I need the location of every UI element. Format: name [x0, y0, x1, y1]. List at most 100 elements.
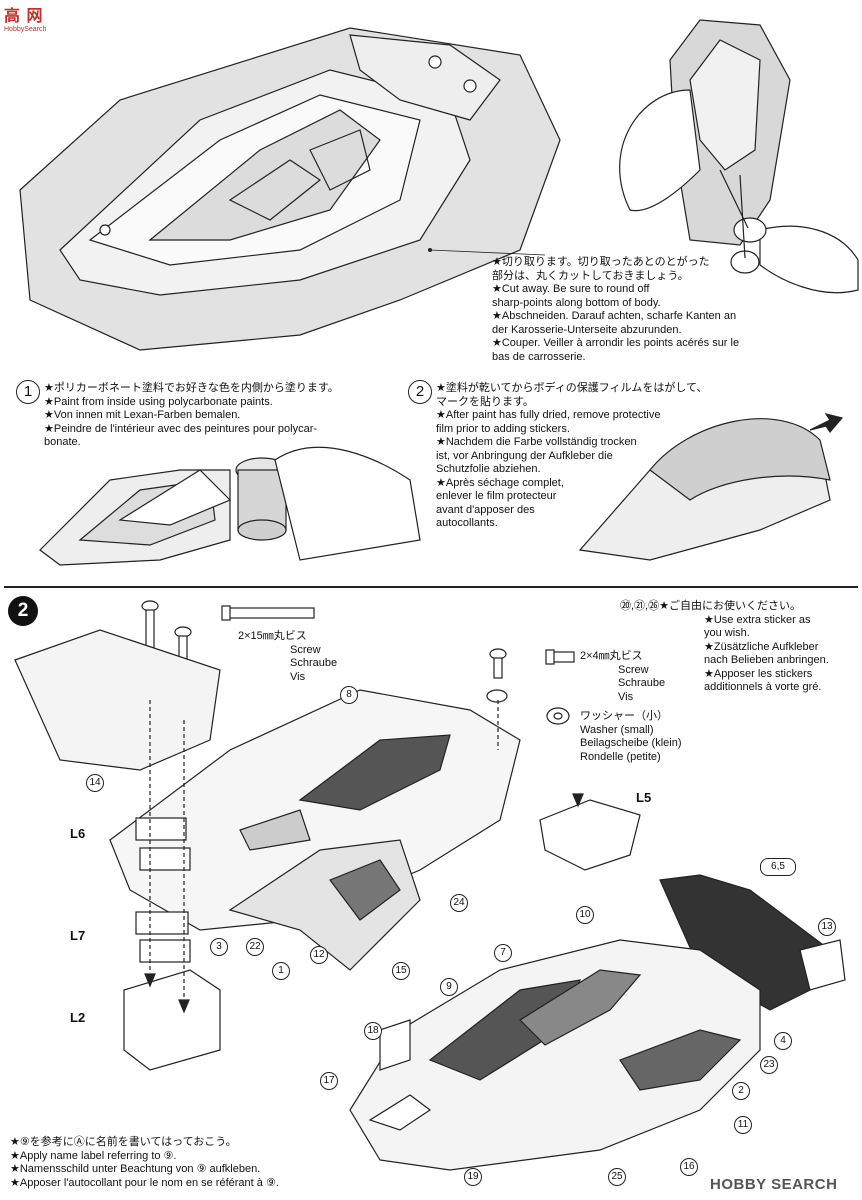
step1-number: 1 — [16, 380, 40, 404]
hobby-search-watermark: HOBBY SEARCH — [710, 1176, 838, 1193]
cut-note-line: der Karosserie-Unterseite abzurunden. — [492, 323, 682, 336]
top-panel: 高 网 HobbySearch ★切り取ります。切り取ったあとのとがった 部分は… — [0, 0, 862, 586]
part-number: 14 — [86, 774, 104, 792]
extra-sticker-line: nach Belieben anbringen. — [704, 654, 829, 666]
step2-line: ★Après séchage complet, — [436, 476, 564, 489]
cut-note-line: ★Couper. Veiller à arrondir les points a… — [492, 337, 740, 349]
extra-sticker-line: ★Use extra sticker as — [704, 613, 811, 626]
part-number: 3 — [210, 938, 228, 956]
screw-long-label: 2×15㎜丸ビス Screw Schraube Vis — [238, 630, 337, 684]
site-logo-text: 高 网 — [4, 8, 44, 25]
part-number: 17 — [320, 1072, 338, 1090]
part-number: 13 — [818, 918, 836, 936]
part-number: 7 — [494, 944, 512, 962]
washer-fr: Rondelle (petite) — [580, 750, 661, 763]
step2-line: film prior to adding stickers. — [436, 422, 570, 435]
top-illustrations — [19, 19, 859, 566]
screw-short-en: Screw — [618, 663, 649, 676]
washer-en: Washer (small) — [580, 723, 654, 736]
extra-sticker-line: you wish. — [704, 627, 750, 639]
part-number: 10 — [576, 906, 594, 924]
bottom-panel: 2 2×15㎜丸ビス Screw Schraube Vis 2×4㎜丸ビス Sc… — [0, 590, 862, 1200]
cut-note: ★切り取ります。切り取ったあとのとがった 部分は、丸くカットしておきましょう。 … — [492, 256, 739, 364]
part-number: 11 — [734, 1116, 752, 1134]
part-number: 12 — [310, 946, 328, 964]
step2-text: ★塗料が乾いてからボディの保護フィルムをはがして、 マークを貼ります。 ★Aft… — [436, 382, 707, 531]
extra-sticker-line: ★Züsätzliche Aufkleber — [704, 640, 819, 653]
part-number: 25 — [608, 1168, 626, 1186]
part-number: 2 — [732, 1082, 750, 1100]
name-label-line: ★Apply name label referring to ⑨. — [10, 1149, 177, 1162]
site-logo-sub: HobbySearch — [4, 26, 47, 33]
extra-sticker-line: additionnels à vorte gré. — [704, 681, 822, 693]
extra-sticker-note: ⑳,㉑,㉖★ご自由にお使いください。 ★Use extra sticker as… — [620, 600, 829, 695]
site-logo: 高 网 HobbySearch — [4, 2, 46, 33]
screw-short-de: Schraube — [618, 677, 666, 689]
screw-short-label: 2×4㎜丸ビス Screw Schraube Vis — [580, 650, 665, 704]
screw-short-size: 2×4㎜丸ビス — [580, 650, 643, 662]
cut-note-line: sharp-points along bottom of body. — [492, 296, 661, 309]
completed-car-drawing — [349, 874, 846, 1171]
step2-line: ist, vor Anbringung der Aufkleber die — [436, 449, 613, 462]
step2-line: autocollants. — [436, 517, 498, 529]
part-number: 8 — [340, 686, 358, 704]
label-l6: L6 — [70, 826, 86, 841]
name-label-note: ★⑨を参考にⒶに名前を書いてはっておこう。 ★Apply name label … — [10, 1136, 279, 1190]
name-label-line: ★Apposer l'autocollant pour le nom en se… — [10, 1176, 279, 1189]
extra-sticker-line: ★ご自由にお使いください。 — [659, 600, 801, 612]
step1-line: ★Von innen mit Lexan-Farben bemalen. — [44, 409, 241, 421]
screw-short-fr: Vis — [618, 690, 634, 703]
part-number: 6,5 — [760, 858, 796, 876]
cut-note-line: ★切り取ります。切り取ったあとのとがった — [492, 256, 710, 268]
body-tray-drawing — [19, 27, 561, 351]
part-number: 9 — [440, 978, 458, 996]
step2-line: Schutzfolie abziehen. — [436, 463, 541, 475]
part-number: 23 — [760, 1056, 778, 1074]
part-number: 24 — [450, 894, 468, 912]
screw-long-de: Schraube — [290, 657, 338, 669]
name-label-line: ★Namensschild unter Beachtung von ⑨ aufk… — [10, 1163, 261, 1175]
washer-jp: ワッシャー（小） — [580, 710, 668, 722]
assembly-drawing — [14, 600, 846, 1171]
part-number: 22 — [246, 938, 264, 956]
body-assembly-left — [14, 629, 641, 1071]
painting-body-drawing — [39, 446, 421, 566]
step2-line: ★Nachdem die Farbe vollständig trocken — [436, 436, 637, 448]
label-l2: L2 — [70, 1010, 86, 1025]
hands-cutting-drawing — [619, 19, 859, 294]
cut-note-line: bas de carrosserie. — [492, 350, 586, 363]
part-number: 18 — [364, 1022, 382, 1040]
label-l7: L7 — [70, 928, 86, 943]
washer-label: ワッシャー（小） Washer (small) Beilagscheibe (k… — [580, 710, 682, 764]
step1-text: ★ポリカーボネート塗料でお好きな色を内側から塗ります。 ★Paint from … — [44, 382, 339, 450]
label-l5: L5 — [636, 790, 652, 805]
step1-line: ★ポリカーボネート塗料でお好きな色を内側から塗ります。 — [44, 382, 339, 394]
name-label-line: ★⑨を参考にⒶに名前を書いてはっておこう。 — [10, 1136, 237, 1148]
step1-line: ★Paint from inside using polycarbonate p… — [44, 395, 273, 408]
screw-long-en: Screw — [290, 643, 321, 656]
extra-sticker-nums: ⑳,㉑,㉖ — [620, 600, 660, 612]
section-divider — [4, 586, 858, 588]
step2-line: ★塗料が乾いてからボディの保護フィルムをはがして、 — [436, 382, 708, 394]
screw-long-fr: Vis — [290, 670, 306, 683]
part-number: 19 — [464, 1168, 482, 1186]
extra-sticker-line: ★Apposer les stickers — [704, 667, 813, 680]
step2-line: ★After paint has fully dried, remove pro… — [436, 409, 661, 421]
step2-line: マークを貼ります。 — [436, 395, 534, 408]
cut-note-line: ★Abschneiden. Darauf achten, scharfe Kan… — [492, 310, 737, 322]
part-number: 15 — [392, 962, 410, 980]
step2-line: avant d'apposer des — [436, 503, 535, 516]
part-number: 4 — [774, 1032, 792, 1050]
cut-note-line: ★Cut away. Be sure to round off — [492, 283, 650, 295]
cut-note-line: 部分は、丸くカットしておきましょう。 — [492, 269, 689, 282]
part-number: 1 — [272, 962, 290, 980]
step-badge: 2 — [8, 596, 38, 626]
screw-long-size: 2×15㎜丸ビス — [238, 630, 307, 642]
step1-line: ★Peindre de l'intérieur avec des peintur… — [44, 422, 318, 435]
step1-line: bonate. — [44, 436, 81, 448]
washer-de: Beilagscheibe (klein) — [580, 737, 682, 749]
peeling-film-drawing — [578, 413, 844, 561]
step2-number: 2 — [408, 380, 432, 404]
step2-line: enlever le film protecteur — [436, 490, 557, 502]
part-number: 16 — [680, 1158, 698, 1176]
